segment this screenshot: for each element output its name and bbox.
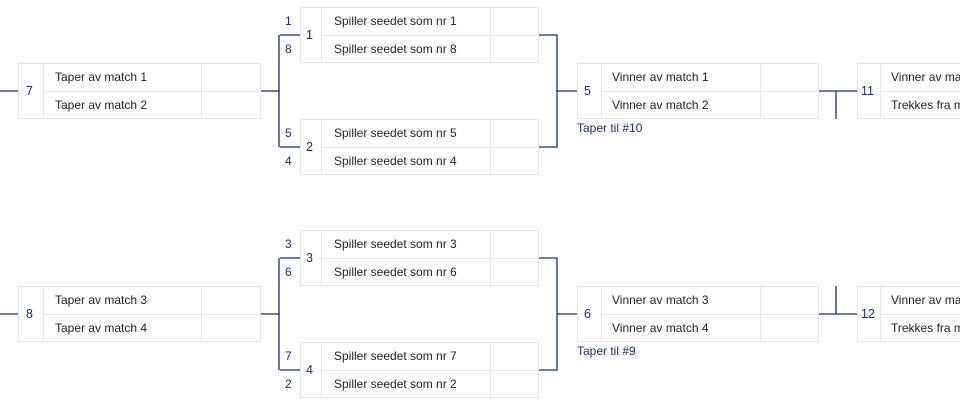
match-2-top: Spiller seedet som nr 5 bbox=[334, 126, 457, 140]
match-6-bottom: Vinner av match 4 bbox=[612, 321, 709, 335]
match-number: 5 bbox=[584, 84, 591, 98]
match-5-top: Vinner av match 1 bbox=[612, 70, 709, 84]
match-number: 2 bbox=[306, 140, 313, 154]
match-number: 11 bbox=[861, 84, 874, 98]
seed-number: 5 bbox=[285, 126, 292, 140]
match-number: 1 bbox=[306, 28, 313, 42]
match-6-top: Vinner av match 3 bbox=[612, 293, 709, 307]
seed-number: 2 bbox=[285, 377, 292, 391]
match-number: 7 bbox=[26, 84, 33, 98]
match-11[interactable] bbox=[857, 63, 960, 119]
connector-6 bbox=[539, 257, 577, 371]
connector-11 bbox=[819, 90, 857, 119]
match-4-bottom: Spiller seedet som nr 2 bbox=[334, 377, 457, 391]
connector-7 bbox=[261, 35, 280, 147]
match-8[interactable] bbox=[18, 286, 261, 342]
match-5-bottom: Vinner av match 2 bbox=[612, 98, 709, 112]
loser-note: Taper til #9 bbox=[577, 344, 636, 358]
match-11-bottom: Trekkes fra m bbox=[891, 98, 960, 112]
match-3-top: Spiller seedet som nr 3 bbox=[334, 237, 457, 251]
match-1-top: Spiller seedet som nr 1 bbox=[334, 14, 457, 28]
match-2[interactable] bbox=[300, 119, 539, 175]
match-12[interactable] bbox=[857, 286, 960, 342]
match-number: 6 bbox=[584, 307, 591, 321]
match-number: 3 bbox=[306, 251, 313, 265]
match-7-top: Taper av match 1 bbox=[55, 70, 148, 84]
match-3-bottom: Spiller seedet som nr 6 bbox=[334, 265, 457, 279]
match-3[interactable] bbox=[300, 230, 539, 286]
seed-number: 4 bbox=[285, 154, 292, 168]
seed-number: 7 bbox=[285, 349, 292, 363]
match-8-bottom: Taper av match 4 bbox=[55, 321, 148, 335]
match-7-bottom: Taper av match 2 bbox=[55, 98, 148, 112]
seed-number: 6 bbox=[285, 265, 292, 279]
seed-number: 3 bbox=[285, 237, 292, 251]
connector-8 bbox=[261, 258, 280, 370]
match-7[interactable] bbox=[18, 63, 261, 119]
match-11-top: Vinner av ma bbox=[891, 70, 960, 84]
match-4-top: Spiller seedet som nr 7 bbox=[334, 349, 457, 363]
match-number: 12 bbox=[861, 307, 875, 321]
match-6[interactable] bbox=[577, 286, 819, 342]
match-12-bottom: Trekkes fra m bbox=[891, 321, 960, 335]
match-2-bottom: Spiller seedet som nr 4 bbox=[334, 154, 457, 168]
match-12-top: Vinner av ma bbox=[891, 293, 960, 307]
match-8-top: Taper av match 3 bbox=[55, 293, 148, 307]
seed-number: 1 bbox=[285, 14, 292, 28]
connector-5 bbox=[539, 34, 577, 148]
match-1[interactable] bbox=[300, 7, 539, 63]
connector-12 bbox=[819, 286, 857, 315]
match-number: 4 bbox=[306, 363, 313, 377]
match-number: 8 bbox=[26, 307, 33, 321]
match-4[interactable] bbox=[300, 342, 539, 398]
loser-note: Taper til #10 bbox=[577, 121, 643, 135]
match-5[interactable] bbox=[577, 63, 819, 119]
seed-number: 8 bbox=[285, 42, 292, 56]
match-1-bottom: Spiller seedet som nr 8 bbox=[334, 42, 457, 56]
